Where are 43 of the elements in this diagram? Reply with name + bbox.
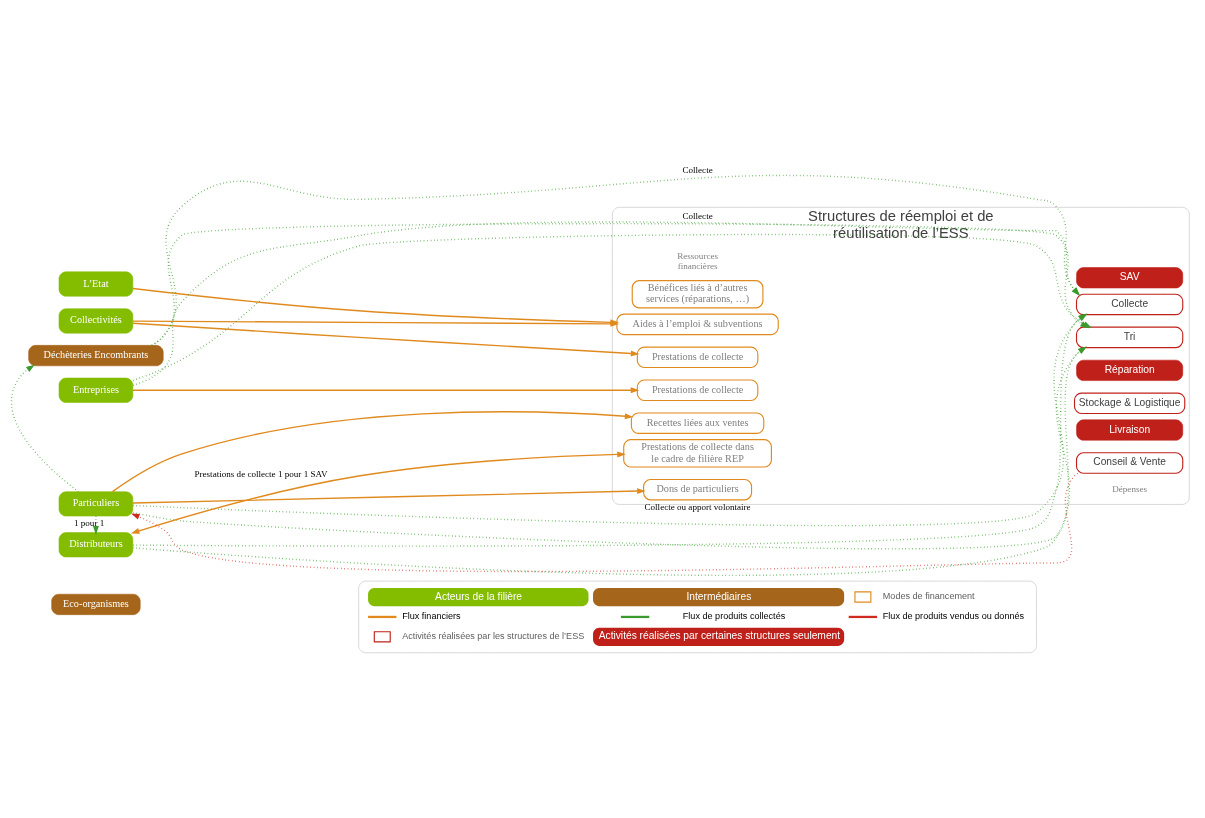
legend-label: Flux financiers — [402, 611, 461, 622]
legend-label: Activités réalisées par les structures de l’ESS — [402, 630, 585, 641]
node-box: SAV — [1076, 267, 1184, 289]
arrow — [92, 515, 99, 535]
node-box: Distributeurs — [58, 532, 134, 558]
arrow — [132, 322, 640, 357]
edge-label: Collecte ou apport volontaire — [644, 502, 751, 513]
label: Dépenses — [1112, 483, 1148, 494]
node-box: Eco-organismes — [51, 593, 141, 615]
legend-label: Activités réalisées par certaines structures seulement — [598, 630, 841, 642]
node-box: Tri — [1075, 326, 1184, 349]
node-box: Bénéfices liés à d’autres services (réparations, …) — [631, 280, 764, 309]
node-box: Collectivités — [58, 308, 134, 334]
arrow — [131, 472, 1079, 573]
legend-label: Intermédiaires — [686, 590, 752, 602]
legend-label: Modes de financement — [882, 591, 975, 602]
edge-label: Collecte — [682, 211, 713, 222]
node-box: Collecte — [1075, 293, 1184, 316]
node-box: Conseil & Vente — [1075, 452, 1184, 474]
legend-label: Flux de produits collectés — [682, 611, 786, 622]
node-box: Réparation — [1076, 359, 1184, 381]
legend-label: Flux de produits vendus ou donnés — [882, 611, 1025, 622]
arrow — [130, 451, 626, 534]
edge-label: 1 pour 1 — [73, 518, 105, 529]
node-box: Prestations de collecte dans le cadre de filière REP — [623, 439, 772, 468]
legend-label: Acteurs de la filière — [435, 590, 522, 602]
node-box: Aides à l’emploi & subventions — [616, 313, 779, 336]
node-box: Entreprises — [58, 377, 134, 403]
node-box: Livraison — [1076, 419, 1184, 441]
label: Ressources financières — [677, 250, 718, 272]
edge-label: Collecte — [682, 164, 713, 175]
edge-label: Prestations de collecte 1 pour 1 SAV — [194, 469, 328, 480]
node-box: L’Etat — [58, 271, 134, 297]
node-box: Prestations de collecte — [636, 346, 759, 369]
node-box: Dons de particuliers — [643, 478, 753, 501]
node-box: Stockage & Logistique — [1073, 392, 1186, 415]
node-box: Déchèteries Encombrants — [28, 345, 164, 367]
arrow — [111, 411, 634, 493]
arrow — [132, 387, 640, 394]
node-box: Recettes liées aux ventes — [630, 412, 765, 434]
node-box: Particuliers — [58, 491, 134, 517]
node-box: Prestations de collecte — [636, 379, 759, 402]
arrow — [132, 488, 646, 504]
